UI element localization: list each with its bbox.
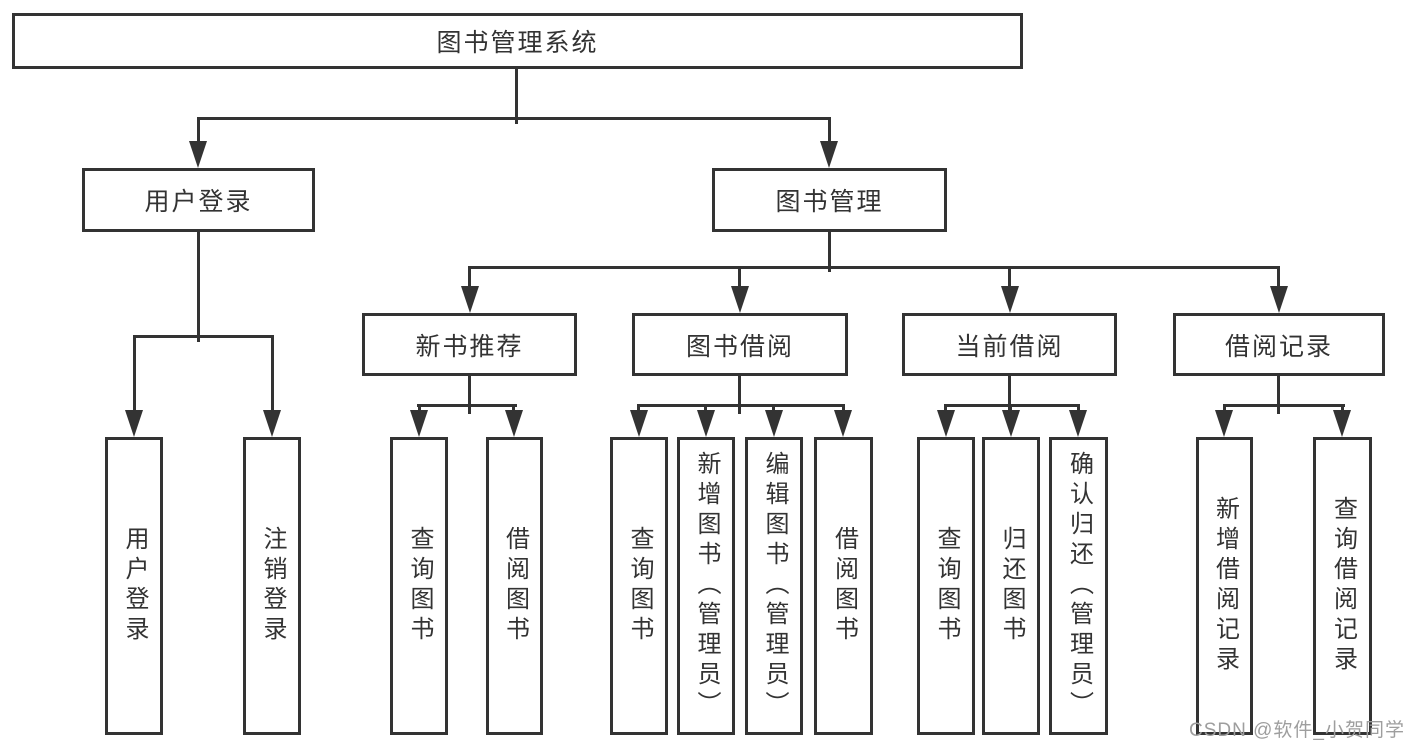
leaf-borrow-book-recommend: 借阅图书 (486, 437, 543, 735)
node-book-management: 图书管理 (712, 168, 947, 232)
connector-line (417, 404, 517, 407)
arrow-down-icon (263, 410, 281, 437)
node-book-borrowing: 图书借阅 (632, 313, 848, 376)
csdn-watermark: CSDN @软件_小贺同学 (1189, 720, 1405, 741)
connector-line (1008, 376, 1011, 414)
connector-line (944, 404, 947, 411)
connector-line (1009, 404, 1012, 411)
arrow-down-icon (1001, 286, 1019, 313)
arrow-down-icon (820, 141, 838, 168)
connector-line (772, 404, 775, 411)
arrow-down-icon (125, 410, 143, 437)
leaf-logout: 注销登录 (243, 437, 301, 735)
connector-line (197, 120, 200, 142)
leaf-add-borrow-record: 新增借阅记录 (1196, 437, 1253, 735)
connector-line (828, 232, 831, 272)
leaf-confirm-return-admin: 确认归还（管理员） (1049, 437, 1108, 735)
leaf-edit-book-admin: 编辑图书（管理员） (745, 437, 803, 735)
connector-line (1223, 404, 1226, 411)
node-current-borrowing: 当前借阅 (902, 313, 1117, 376)
connector-line (133, 335, 274, 338)
connector-line (197, 117, 831, 120)
leaf-return-book: 归还图书 (982, 437, 1040, 735)
connector-line (842, 404, 845, 411)
arrow-down-icon (630, 410, 648, 437)
leaf-query-borrow-record: 查询借阅记录 (1313, 437, 1372, 735)
connector-line (468, 376, 471, 414)
connector-line (1341, 404, 1344, 411)
connector-line (1223, 404, 1345, 407)
connector-line (704, 404, 707, 411)
leaf-borrow-book: 借阅图书 (814, 437, 873, 735)
connector-line (1277, 269, 1280, 287)
connector-line (468, 266, 1280, 269)
arrow-down-icon (834, 410, 852, 437)
arrow-down-icon (461, 286, 479, 313)
arrow-down-icon (697, 410, 715, 437)
arrow-down-icon (937, 410, 955, 437)
leaf-add-book-admin: 新增图书（管理员） (677, 437, 735, 735)
connector-line (418, 404, 421, 411)
connector-line (197, 232, 200, 342)
leaf-query-book-recommend: 查询图书 (390, 437, 448, 735)
arrow-down-icon (1333, 410, 1351, 437)
node-new-book-recommend: 新书推荐 (362, 313, 577, 376)
node-library-management-system: 图书管理系统 (12, 13, 1023, 69)
connector-line (1008, 269, 1011, 287)
connector-line (637, 404, 640, 411)
connector-line (637, 404, 845, 407)
arrow-down-icon (731, 286, 749, 313)
connector-line (512, 404, 515, 411)
arrow-down-icon (410, 410, 428, 437)
connector-line (1277, 376, 1280, 414)
arrow-down-icon (1270, 286, 1288, 313)
leaf-user-login: 用户登录 (105, 437, 163, 735)
node-borrow-records: 借阅记录 (1173, 313, 1385, 376)
arrow-down-icon (765, 410, 783, 437)
node-user-login: 用户登录 (82, 168, 315, 232)
connector-line (738, 269, 741, 287)
connector-line (271, 338, 274, 410)
connector-line (828, 120, 831, 142)
leaf-query-book-current: 查询图书 (917, 437, 975, 735)
connector-line (1077, 404, 1080, 411)
connector-line (133, 338, 136, 410)
connector-line (515, 69, 518, 124)
leaf-query-book-borrowing: 查询图书 (610, 437, 668, 735)
arrow-down-icon (189, 141, 207, 168)
connector-line (738, 376, 741, 414)
connector-line (944, 404, 1080, 407)
arrow-down-icon (1069, 410, 1087, 437)
arrow-down-icon (505, 410, 523, 437)
connector-line (468, 269, 471, 287)
arrow-down-icon (1002, 410, 1020, 437)
arrow-down-icon (1215, 410, 1233, 437)
